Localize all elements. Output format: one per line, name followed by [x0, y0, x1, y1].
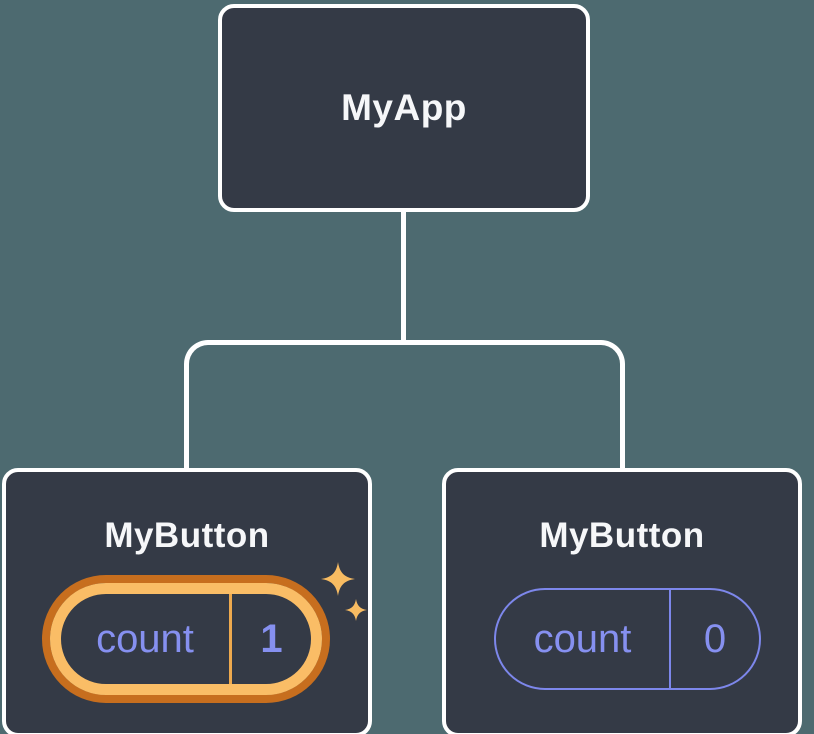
component-node-myapp: MyApp	[218, 4, 590, 212]
pill-divider	[229, 594, 232, 684]
state-key: count	[533, 616, 632, 661]
component-label: MyButton	[104, 516, 270, 555]
connector-branch	[184, 340, 625, 470]
pill-divider	[669, 590, 671, 688]
connector-root-stem	[401, 208, 406, 342]
state-key: count	[96, 616, 194, 661]
state-pill-highlighted: count 1	[50, 583, 322, 695]
component-label: MyApp	[341, 87, 467, 128]
sparkle-large	[321, 562, 355, 596]
state-value: 1	[260, 616, 283, 661]
state-pill: count 0	[494, 588, 761, 690]
sparkles-icon	[321, 562, 367, 621]
sparkle-small	[345, 599, 367, 621]
state-value: 0	[703, 616, 727, 661]
component-label: MyButton	[539, 516, 705, 555]
